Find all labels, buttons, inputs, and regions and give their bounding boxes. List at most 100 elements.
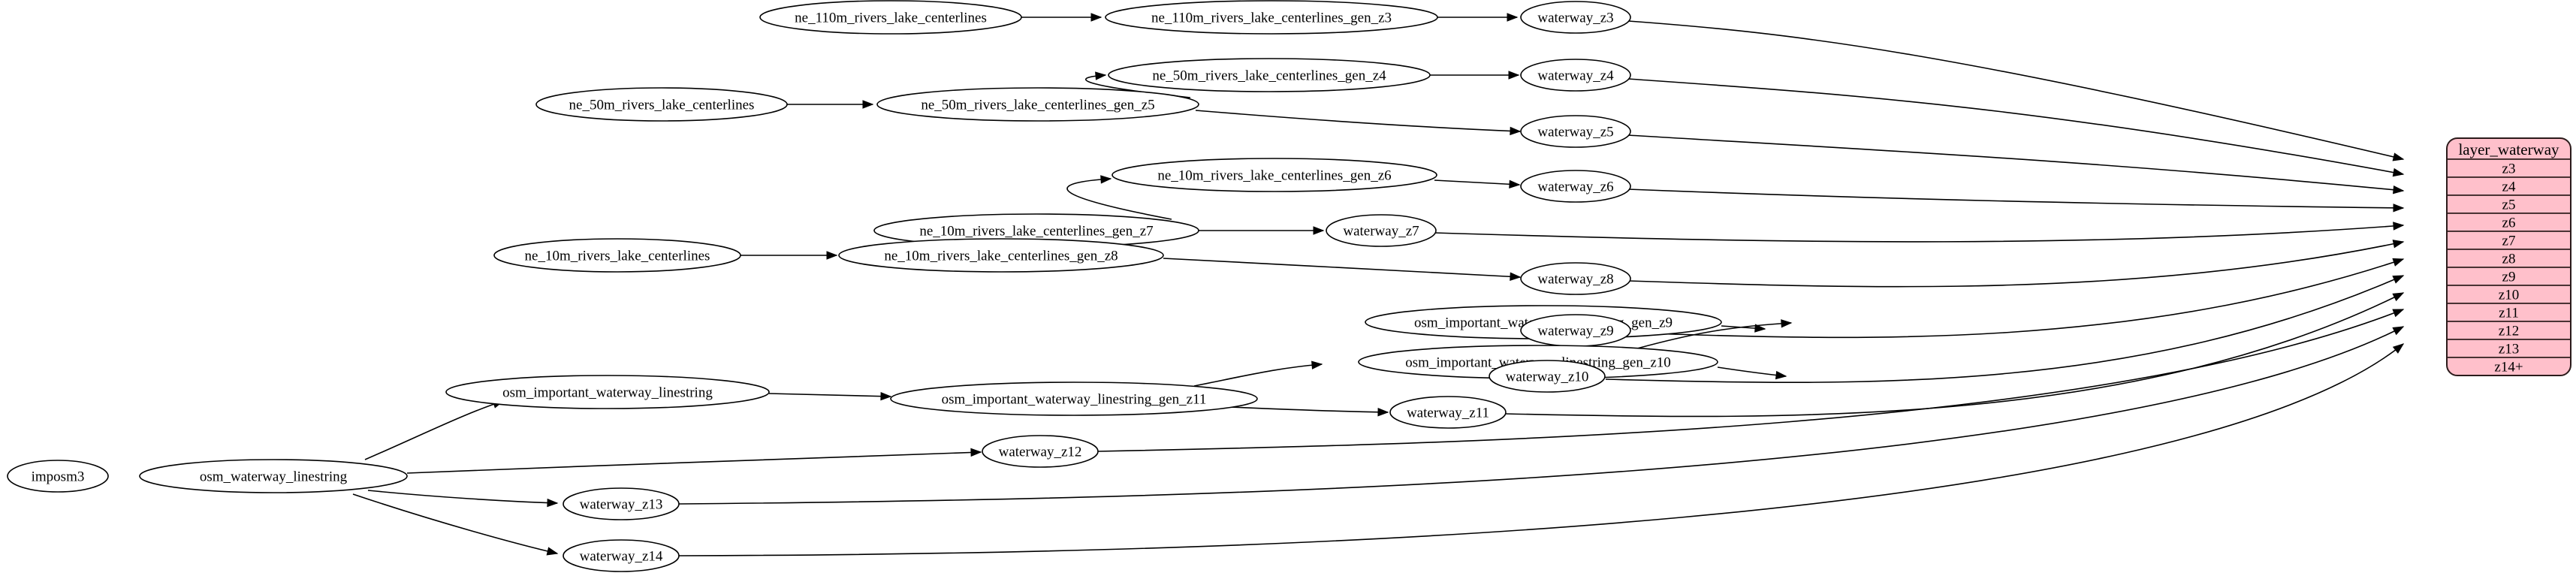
table-row-label: z4 — [2502, 179, 2516, 195]
node-waterway_z7[interactable]: waterway_z7 — [1326, 214, 1437, 247]
node-ellipse — [1389, 396, 1507, 429]
node-ellipse — [982, 435, 1099, 468]
node-label: osm_waterway_linestring — [200, 469, 348, 485]
node-waterway_z9[interactable]: waterway_z9 — [1520, 314, 1631, 347]
arrow-head-icon — [2393, 185, 2405, 195]
arrow-head-icon — [1509, 179, 1521, 189]
edge-ne_110m_src-to-ne_110m_gen_z3 — [1021, 13, 1102, 22]
node-waterway_z3[interactable]: waterway_z3 — [1520, 1, 1631, 34]
node-waterway_z11[interactable]: waterway_z11 — [1389, 396, 1507, 429]
edge-waterway_z13-to-table_z13 — [678, 326, 2405, 505]
table-row-label: z7 — [2502, 234, 2516, 249]
edge-line — [768, 393, 891, 397]
node-label: ne_50m_rivers_lake_centerlines_gen_z4 — [1152, 68, 1386, 84]
edge-waterway_z8-to-table_z8 — [1627, 240, 2405, 288]
arrow-head-icon — [1095, 71, 1107, 80]
edge-line — [1193, 363, 1323, 387]
node-ellipse — [1326, 214, 1437, 247]
edge-line — [678, 326, 2404, 505]
node-label: ne_110m_rivers_lake_centerlines — [795, 11, 987, 26]
table-row-label: z14+ — [2494, 360, 2523, 375]
edge-line — [678, 343, 2404, 556]
node-label: waterway_z7 — [1343, 224, 1419, 240]
arrow-head-icon — [2392, 167, 2405, 177]
node-ellipse — [1489, 360, 1606, 393]
edge-waterway_z7-to-table_z7 — [1434, 222, 2405, 243]
node-ellipse — [1105, 0, 1438, 35]
node-ne_110m_src[interactable]: ne_110m_rivers_lake_centerlines — [759, 0, 1022, 35]
node-label: imposm3 — [32, 469, 85, 485]
node-ne_10m_gen_z6[interactable]: ne_10m_rivers_lake_centerlines_gen_z6 — [1112, 158, 1437, 192]
arrow-head-icon — [2392, 326, 2405, 336]
arrow-head-icon — [880, 391, 892, 401]
arrow-head-icon — [2392, 275, 2405, 284]
node-ellipse — [535, 87, 788, 122]
edge-line — [1434, 225, 2404, 243]
node-ellipse — [7, 460, 109, 493]
table-row-cell[interactable] — [2447, 213, 2571, 232]
table-row-cell[interactable] — [2447, 321, 2571, 340]
node-imposm3[interactable]: imposm3 — [7, 460, 109, 493]
edge-line — [1434, 179, 1520, 185]
arrow-head-icon — [2392, 152, 2405, 161]
node-waterway_z4[interactable]: waterway_z4 — [1520, 59, 1631, 92]
node-ellipse — [1520, 262, 1631, 295]
table-row-cell[interactable] — [2447, 357, 2571, 375]
node-waterway_z8[interactable]: waterway_z8 — [1520, 262, 1631, 295]
node-osm_imp_gen_z11[interactable]: osm_important_waterway_linestring_gen_z1… — [890, 381, 1258, 416]
table-row-label: z9 — [2502, 270, 2516, 285]
table-row-cell[interactable] — [2447, 231, 2571, 250]
node-waterway_z10[interactable]: waterway_z10 — [1489, 360, 1606, 393]
node-waterway_z5[interactable]: waterway_z5 — [1520, 115, 1631, 148]
node-waterway_z6[interactable]: waterway_z6 — [1520, 170, 1631, 203]
node-label: ne_110m_rivers_lake_centerlines_gen_z3 — [1151, 11, 1392, 26]
arrow-head-icon — [2392, 240, 2405, 249]
node-ne_50m_src[interactable]: ne_50m_rivers_lake_centerlines — [535, 87, 788, 122]
node-ellipse — [1108, 58, 1431, 92]
edge-line — [364, 400, 504, 460]
table-row-label: z12 — [2499, 324, 2519, 339]
node-ellipse — [563, 539, 680, 572]
edge-osm_waterway_src-to-waterway_z12 — [406, 448, 982, 474]
table-title-label: layer_waterway — [2458, 140, 2559, 158]
node-ellipse — [493, 238, 741, 273]
edge-osm_waterway_src-to-waterway_z14 — [352, 493, 559, 556]
edge-line — [1605, 275, 2404, 384]
table-row-cell[interactable] — [2447, 249, 2571, 268]
edge-line — [1627, 78, 2404, 175]
arrow-head-icon — [1775, 370, 1787, 380]
node-label: waterway_z14 — [580, 549, 663, 565]
node-waterway_z13[interactable]: waterway_z13 — [563, 487, 680, 520]
node-ne_10m_gen_z8[interactable]: ne_10m_rivers_lake_centerlines_gen_z8 — [838, 238, 1164, 273]
node-ellipse — [1520, 115, 1631, 148]
node-label: waterway_z4 — [1537, 68, 1614, 84]
edge-waterway_z11-to-table_z11 — [1505, 292, 2405, 418]
node-ellipse — [759, 0, 1022, 35]
edge-ne_50m_gen_z4-to-waterway_z4 — [1430, 71, 1520, 80]
node-label: waterway_z11 — [1407, 406, 1489, 421]
node-label: waterway_z6 — [1537, 179, 1613, 195]
node-osm_waterway_src[interactable]: osm_waterway_linestring — [139, 459, 408, 493]
arrow-head-icon — [2393, 222, 2405, 231]
node-ellipse — [1520, 59, 1631, 92]
node-ellipse — [1520, 170, 1631, 203]
edge-line — [1627, 188, 2404, 209]
arrow-head-icon — [1311, 360, 1323, 369]
node-waterway_z14[interactable]: waterway_z14 — [563, 539, 680, 572]
edge-line — [1163, 258, 1521, 278]
node-osm_imp_src[interactable]: osm_important_waterway_linestring — [445, 375, 770, 409]
node-label: osm_important_waterway_linestring — [502, 385, 713, 401]
edge-osm_imp_gen_z11-to-osm_imp_gen_z10 — [1193, 360, 1323, 387]
node-ne_50m_gen_z5[interactable]: ne_50m_rivers_lake_centerlines_gen_z5 — [876, 87, 1199, 122]
table-row-cell[interactable] — [2447, 158, 2571, 178]
node-ne_50m_gen_z4[interactable]: ne_50m_rivers_lake_centerlines_gen_z4 — [1108, 58, 1431, 92]
node-ne_110m_gen_z3[interactable]: ne_110m_rivers_lake_centerlines_gen_z3 — [1105, 0, 1438, 35]
arrow-head-icon — [1313, 226, 1325, 235]
edge-ne_50m_src-to-ne_50m_gen_z5 — [787, 100, 874, 109]
edge-osm_waterway_src-to-waterway_z13 — [367, 490, 559, 508]
node-ne_10m_src[interactable]: ne_10m_rivers_lake_centerlines — [493, 238, 741, 273]
node-waterway_z12[interactable]: waterway_z12 — [982, 435, 1099, 468]
node-label: waterway_z3 — [1537, 11, 1613, 26]
node-ellipse — [563, 487, 680, 520]
